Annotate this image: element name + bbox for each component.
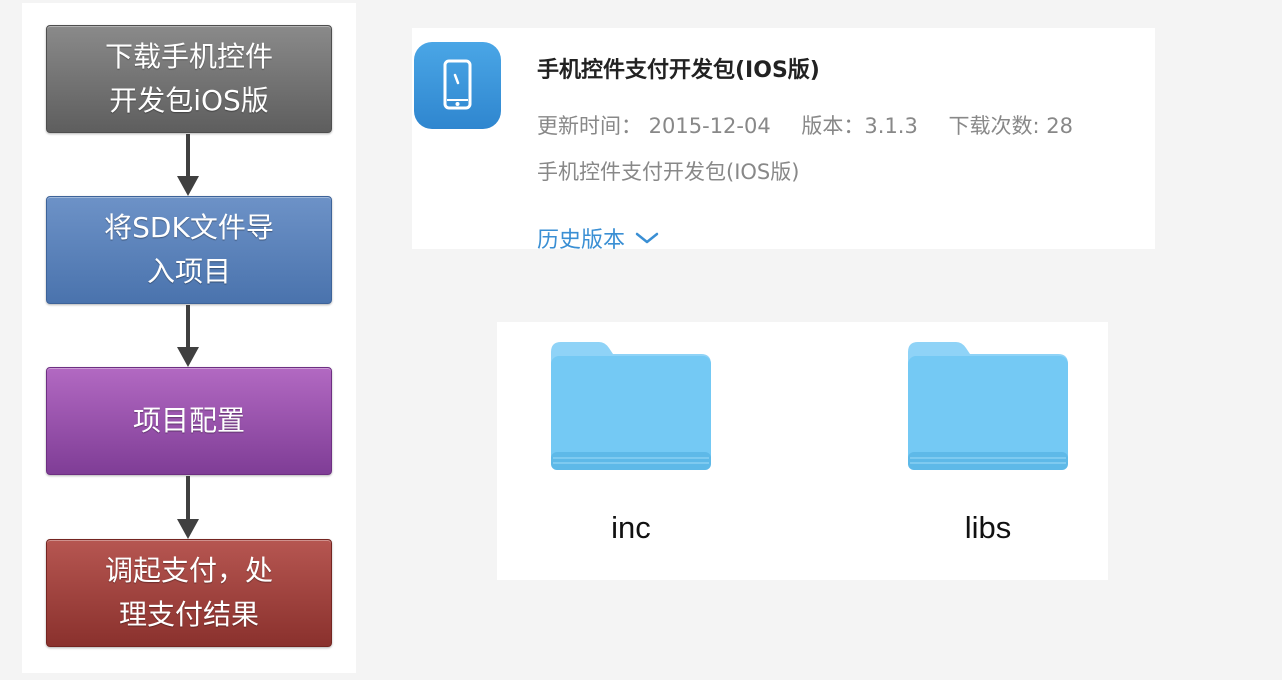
folder-label: inc bbox=[611, 510, 651, 545]
phone-icon bbox=[414, 42, 501, 129]
sdk-title: 手机控件支付开发包(IOS版) bbox=[537, 58, 820, 83]
sdk-download-count: 下载次数: 28 bbox=[948, 114, 1074, 138]
flow-step-invoke-payment: 调起支付，处 理支付结果 bbox=[46, 539, 332, 647]
flow-step-label: 将SDK文件导 入项目 bbox=[104, 211, 274, 288]
history-versions-link[interactable]: 历史版本 bbox=[537, 222, 659, 254]
folder-inc[interactable]: inc bbox=[549, 342, 713, 545]
folder-label: libs bbox=[964, 510, 1012, 545]
flow-arrow bbox=[177, 476, 199, 539]
integration-flowchart: 下载手机控件 开发包iOS版 将SDK文件导 入项目 项目配置 调起支付，处 理… bbox=[22, 3, 356, 673]
flow-step-download-sdk: 下载手机控件 开发包iOS版 bbox=[46, 25, 332, 133]
flow-step-project-config: 项目配置 bbox=[46, 367, 332, 475]
sdk-download-card: 手机控件支付开发包(IOS版) 更新时间： 2015-12-04 版本：3.1.… bbox=[412, 28, 1155, 253]
folder-icon bbox=[908, 342, 1068, 470]
flow-arrow bbox=[177, 305, 199, 367]
chevron-down-icon bbox=[635, 232, 659, 244]
flow-step-label: 项目配置 bbox=[132, 404, 245, 437]
sdk-files-panel: inc libs bbox=[497, 322, 1108, 580]
folder-icon bbox=[551, 342, 711, 470]
folder-libs[interactable]: libs bbox=[906, 342, 1070, 545]
sdk-update-time: 更新时间： 2015-12-04 bbox=[537, 114, 771, 138]
flow-arrow bbox=[177, 134, 199, 196]
flow-step-label: 调起支付，处 理支付结果 bbox=[104, 554, 273, 631]
flow-step-import-sdk: 将SDK文件导 入项目 bbox=[46, 196, 332, 304]
sdk-meta: 更新时间： 2015-12-04 版本：3.1.3 下载次数: 28 bbox=[537, 110, 1073, 140]
sdk-version: 版本：3.1.3 bbox=[801, 114, 918, 138]
sdk-description: 手机控件支付开发包(IOS版) bbox=[537, 160, 800, 184]
flow-step-label: 下载手机控件 开发包iOS版 bbox=[104, 40, 273, 117]
history-versions-label: 历史版本 bbox=[537, 228, 626, 253]
